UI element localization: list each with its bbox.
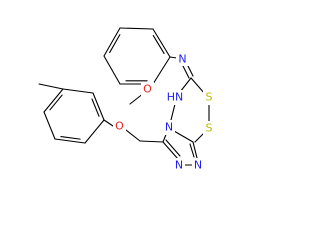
bond-aryl-ring xyxy=(103,27,121,57)
bond-aryl-ring xyxy=(152,28,171,58)
bond-triazole-c-n-inner xyxy=(189,143,195,158)
atom-sulfur-bottom-label: S xyxy=(206,122,213,135)
bond-tolyl-methyl xyxy=(38,83,64,90)
bond-aryl-ring-inner xyxy=(109,34,121,54)
bond-ring-ch2 xyxy=(139,140,164,143)
bond-aryl-ring xyxy=(103,55,121,85)
bond-n-c-fused xyxy=(173,130,194,143)
atom-ether-o: O xyxy=(113,119,126,134)
bond-tolyl-ring-inner xyxy=(60,136,81,140)
bond-tolyl-ring xyxy=(92,92,105,121)
bond-aryl-imine-n xyxy=(169,56,178,59)
bond-tolyl-ring-inner xyxy=(91,98,100,117)
atom-sulfur-top: S xyxy=(203,90,215,105)
bond-tolyl-ring-inner xyxy=(49,94,63,111)
bond-c-nh xyxy=(179,77,192,93)
atom-labels: N O HN S S N N N xyxy=(113,51,215,173)
bond-aryl-ring xyxy=(119,27,154,30)
chemical-structure: N O HN S S N N N xyxy=(38,27,215,173)
atom-sulfur-bottom: S xyxy=(203,121,215,136)
bond-tolyl-ring xyxy=(43,111,56,140)
atom-ring-n-lower-right: N xyxy=(192,158,204,173)
bond-tolyl-ring xyxy=(62,88,94,94)
atom-ring-n-lower-right-label: N xyxy=(194,159,202,172)
atom-amine-nh: HN xyxy=(165,90,185,105)
atom-methoxy-o: O xyxy=(141,82,154,97)
atom-ether-o-label: O xyxy=(115,120,124,133)
atom-imine-n: N xyxy=(176,51,189,66)
bond-nh-n xyxy=(170,103,176,121)
bond-imine-double xyxy=(182,65,190,79)
bond-n-c xyxy=(162,141,179,160)
atom-imine-n-label: N xyxy=(178,53,186,66)
bond-c-s xyxy=(190,77,206,95)
atom-amine-nh-label: HN xyxy=(167,91,184,104)
atom-ring-n-lower-left: N xyxy=(173,158,185,173)
bond-triazole-c-n xyxy=(192,141,198,159)
atom-ring-n-bridge-label: N xyxy=(165,121,173,134)
bond-o-aryl xyxy=(103,119,114,127)
atom-sulfur-top-label: S xyxy=(206,91,213,104)
atom-ring-n-lower-left-label: N xyxy=(175,159,183,172)
bond-ch2-o xyxy=(125,129,141,142)
bond-tolyl-ring xyxy=(84,119,105,144)
bond-tolyl-ring xyxy=(54,138,86,144)
bond-n-c-inner xyxy=(165,139,181,157)
atom-methoxy-o-label: O xyxy=(143,83,152,96)
atom-ring-n-bridge: N xyxy=(163,120,175,135)
bond-aryl-ring xyxy=(152,56,171,85)
bond-tolyl-ring xyxy=(43,88,64,113)
bond-aryl-ring-inner xyxy=(152,35,165,55)
